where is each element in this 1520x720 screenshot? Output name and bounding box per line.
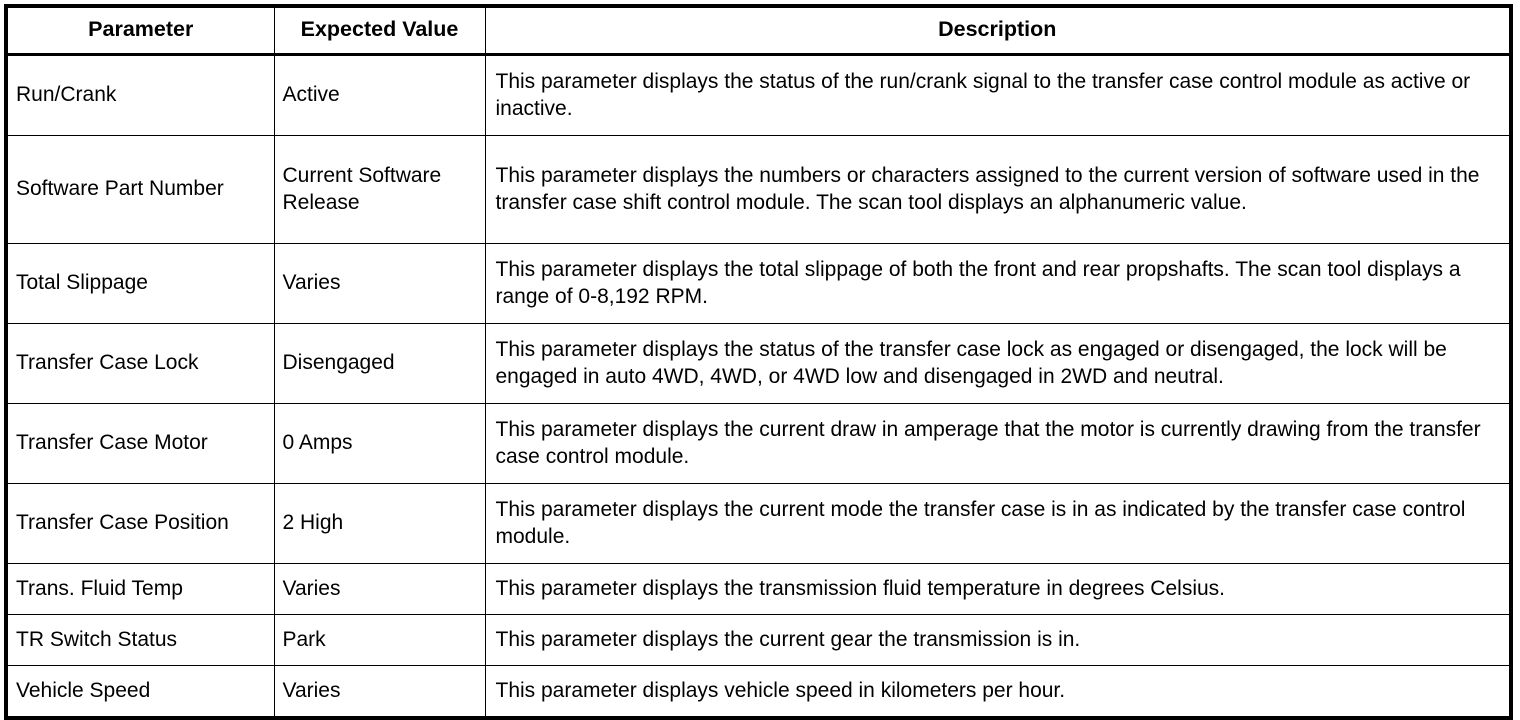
cell-parameter: Transfer Case Motor xyxy=(5,402,275,484)
table-row: Total Slippage Varies This parameter dis… xyxy=(5,242,1512,324)
table-row: Vehicle Speed Varies This parameter disp… xyxy=(5,664,1512,719)
scan-tool-parameter-table: Parameter Expected Value Description Run… xyxy=(4,4,1513,720)
cell-parameter: TR Switch Status xyxy=(5,613,275,666)
column-header-parameter: Parameter xyxy=(5,5,275,56)
cell-parameter: Transfer Case Position xyxy=(5,482,275,564)
cell-expected-value: Varies xyxy=(273,562,486,615)
cell-parameter: Total Slippage xyxy=(5,242,275,324)
cell-expected-value: Disengaged xyxy=(273,322,486,404)
cell-description: This parameter displays the status of th… xyxy=(484,53,1512,136)
cell-parameter: Trans. Fluid Temp xyxy=(5,562,275,615)
cell-description: This parameter displays the status of th… xyxy=(484,322,1512,404)
table-row: Transfer Case Lock Disengaged This param… xyxy=(5,322,1512,404)
table-row: Trans. Fluid Temp Varies This parameter … xyxy=(5,562,1512,615)
cell-parameter: Software Part Number xyxy=(5,134,275,244)
table-row: Transfer Case Motor 0 Amps This paramete… xyxy=(5,402,1512,484)
cell-description: This parameter displays vehicle speed in… xyxy=(484,664,1512,719)
table-header-row: Parameter Expected Value Description xyxy=(5,5,1512,56)
table-body: Run/Crank Active This parameter displays… xyxy=(5,53,1512,719)
table-row: Run/Crank Active This parameter displays… xyxy=(5,53,1512,136)
cell-description: This parameter displays the current gear… xyxy=(484,613,1512,666)
cell-description: This parameter displays the numbers or c… xyxy=(484,134,1512,244)
cell-description: This parameter displays the transmission… xyxy=(484,562,1512,615)
cell-expected-value: Current Software Release xyxy=(273,134,486,244)
cell-expected-value: Active xyxy=(273,53,486,136)
table-row: Software Part Number Current Software Re… xyxy=(5,134,1512,244)
cell-expected-value: 0 Amps xyxy=(273,402,486,484)
table-header: Parameter Expected Value Description xyxy=(5,5,1512,56)
parameter-table-container: Parameter Expected Value Description Run… xyxy=(4,4,1513,720)
table-row: Transfer Case Position 2 High This param… xyxy=(5,482,1512,564)
cell-expected-value: Park xyxy=(273,613,486,666)
cell-description: This parameter displays the total slippa… xyxy=(484,242,1512,324)
cell-expected-value: Varies xyxy=(273,242,486,324)
cell-parameter: Run/Crank xyxy=(5,53,275,136)
cell-description: This parameter displays the current draw… xyxy=(484,402,1512,484)
column-header-description: Description xyxy=(484,5,1512,56)
table-row: TR Switch Status Park This parameter dis… xyxy=(5,613,1512,666)
column-header-expected-value: Expected Value xyxy=(273,5,486,56)
cell-expected-value: Varies xyxy=(273,664,486,719)
cell-parameter: Vehicle Speed xyxy=(5,664,275,719)
cell-parameter: Transfer Case Lock xyxy=(5,322,275,404)
cell-description: This parameter displays the current mode… xyxy=(484,482,1512,564)
cell-expected-value: 2 High xyxy=(273,482,486,564)
